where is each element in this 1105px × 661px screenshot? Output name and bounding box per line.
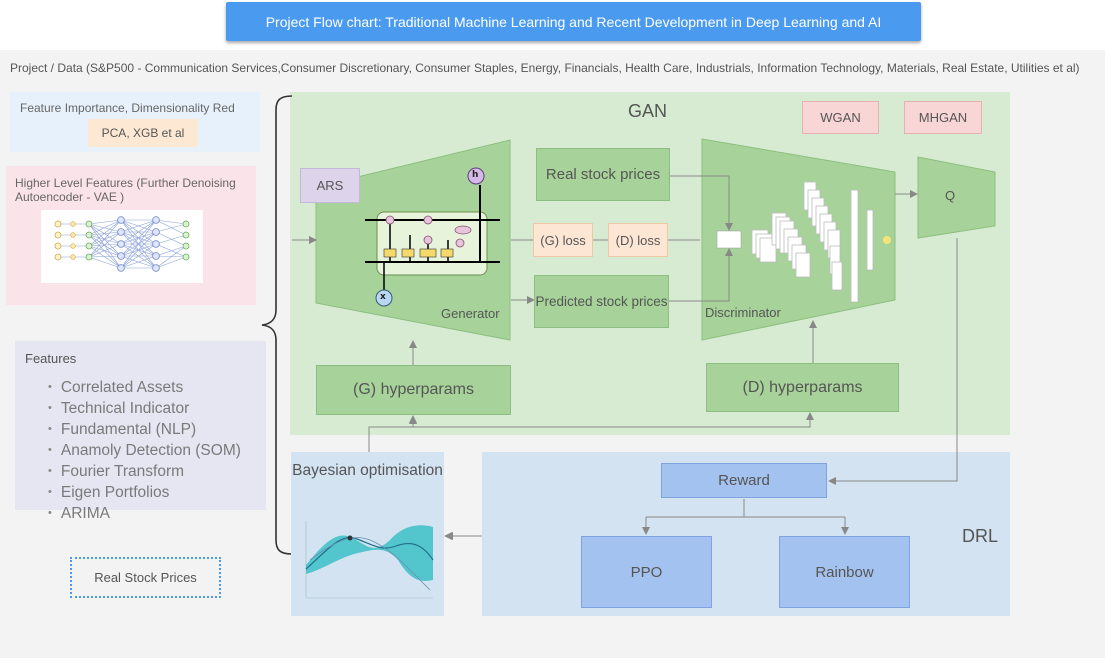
gan-title: GAN bbox=[628, 101, 668, 121]
reward-box: Reward bbox=[661, 463, 827, 498]
bayesian-optimisation-title: Bayesian optimisation bbox=[292, 462, 443, 479]
lstm-cell-graphic bbox=[365, 167, 500, 307]
ars-box: ARS bbox=[300, 168, 360, 203]
wgan-box: WGAN bbox=[802, 101, 879, 134]
real-stock-prices-node: Real stock prices bbox=[536, 148, 670, 201]
lstm-output-glyph: h bbox=[472, 170, 479, 180]
feature-item: Correlated Assets bbox=[48, 378, 241, 399]
rainbow-box: Rainbow bbox=[779, 536, 910, 608]
g-hyperparams-box: (G) hyperparams bbox=[316, 365, 511, 415]
feature-item: Technical Indicator bbox=[48, 399, 241, 420]
d-hyperparams-box: (D) hyperparams bbox=[706, 363, 899, 412]
feature-item: Eigen Portfolios bbox=[48, 483, 241, 504]
feature-item: Fourier Transform bbox=[48, 462, 241, 483]
vae-title: Higher Level Features (Further Denoising… bbox=[15, 176, 236, 204]
g-loss-box: (G) loss bbox=[533, 223, 593, 257]
d-loss-box: (D) loss bbox=[608, 223, 668, 257]
curly-brace bbox=[261, 95, 293, 555]
feature-importance-title: Feature Importance, Dimensionality Red bbox=[20, 101, 235, 115]
project-data-subtitle: Project / Data (S&P500 - Communication S… bbox=[10, 61, 1080, 75]
features-title: Features bbox=[25, 351, 77, 366]
drl-title: DRL bbox=[962, 526, 999, 546]
mhgan-box: MHGAN bbox=[904, 101, 982, 134]
neural-network-graphic bbox=[54, 216, 190, 272]
feature-item: ARIMA bbox=[48, 504, 241, 525]
page-title: Project Flow chart: Traditional Machine … bbox=[226, 2, 921, 41]
neural-network-image bbox=[41, 210, 203, 283]
pca-xgb-box: PCA, XGB et al bbox=[88, 119, 198, 147]
q-shape bbox=[917, 156, 996, 239]
discriminator-cnn-graphic bbox=[716, 181, 891, 303]
features-list: Correlated Assets Technical Indicator Fu… bbox=[48, 378, 241, 525]
lstm-input-glyph: x bbox=[380, 292, 386, 302]
q-label: Q bbox=[945, 188, 956, 203]
generator-label: Generator bbox=[441, 306, 500, 321]
discriminator-label: Discriminator bbox=[705, 305, 781, 320]
feature-item: Anamoly Detection (SOM) bbox=[48, 441, 241, 462]
predicted-stock-prices-node: Predicted stock prices bbox=[534, 275, 669, 328]
feature-item: Fundamental (NLP) bbox=[48, 420, 241, 441]
real-stock-prices-box: Real Stock Prices bbox=[70, 557, 221, 598]
ppo-box: PPO bbox=[581, 536, 712, 608]
